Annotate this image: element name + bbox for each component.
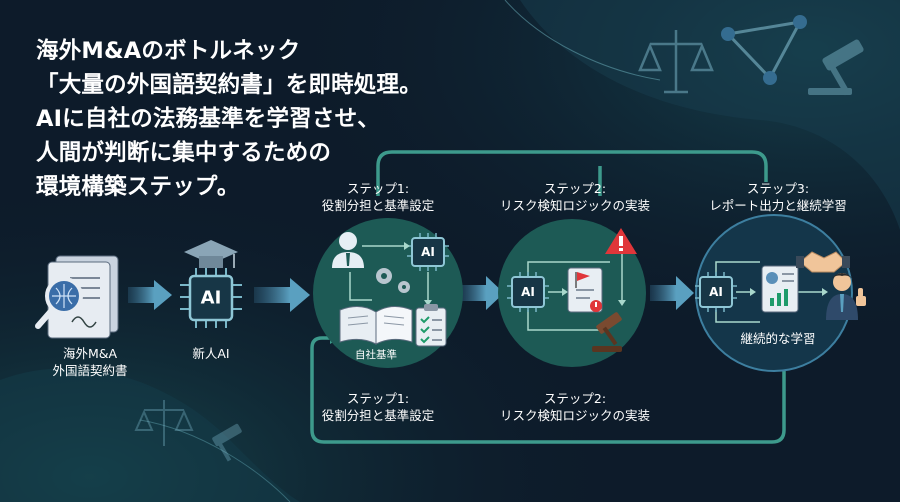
step2-bottom-title: ステップ2:	[543, 391, 607, 406]
document-label-line-2: 外国語契約書	[52, 363, 128, 378]
headline-line-5: 環境構築ステップ。	[36, 174, 240, 200]
step3-chip-text: AI	[709, 285, 723, 299]
step1-chip-text: AI	[421, 245, 435, 259]
flow-arrow-3	[460, 276, 504, 310]
new-ai-chip-text: AI	[200, 287, 222, 309]
flow-arrow-4	[650, 276, 694, 310]
step1-bottom-title: ステップ1:	[346, 391, 410, 406]
businessman-thumbs-up-icon	[826, 273, 866, 320]
flow-arrow-1	[128, 280, 172, 310]
headline-line-3: AIに自社の法務基準を学習させ、	[36, 106, 380, 132]
document-label: 海外M&A 外国語契約書	[52, 345, 127, 379]
report-document-icon	[761, 265, 799, 313]
gavel-icon-bottom	[212, 423, 242, 462]
step1-arrows	[349, 245, 429, 301]
decor-wave-bottom	[0, 368, 300, 502]
headline-line-1: 海外M&Aのボトルネック	[36, 38, 301, 64]
headline-line-4: 人間が判断に集中するための	[36, 140, 332, 166]
step2-top-title: ステップ2:	[543, 181, 607, 196]
step2-chip-text: AI	[521, 285, 535, 299]
warning-icon	[605, 228, 637, 254]
new-ai-chip-icon	[180, 268, 242, 328]
step2-gavel-icon	[592, 312, 622, 352]
step3-top-label: ステップ3: レポート出力と継続学習	[709, 180, 847, 214]
step2-bottom-subtitle: リスク検知ロジックの実装	[499, 408, 651, 423]
own-standard-label: 自社基準	[355, 349, 397, 361]
step1-ai-chip-icon	[407, 233, 449, 271]
step1-top-label: ステップ1: 役割分担と基準設定	[322, 180, 435, 214]
headline: 海外M&Aのボトルネック 「大量の外国語契約書」を即時処理。 AIに自社の法務基…	[36, 34, 422, 204]
person-icon	[332, 232, 364, 268]
gear-icon	[376, 268, 410, 293]
magnifier-icon	[35, 277, 83, 329]
step2-top-subtitle: リスク検知ロジックの実装	[499, 198, 651, 213]
step2-top-label: ステップ2: リスク検知ロジックの実装	[500, 180, 650, 214]
step3-top-subtitle: レポート出力と継続学習	[709, 198, 847, 213]
scale-icon-bottom	[134, 400, 194, 446]
network-icon	[721, 15, 807, 85]
graduation-cap-icon	[184, 240, 238, 268]
step3-top-title: ステップ3:	[746, 181, 810, 196]
decor-wave-top	[520, 0, 900, 230]
step3-ai-chip-icon	[695, 272, 737, 312]
flow-arrow-2	[254, 278, 310, 312]
step2-bottom-label: ステップ2: リスク検知ロジックの実装	[500, 390, 650, 424]
step1-top-subtitle: 役割分担と基準設定	[321, 198, 435, 213]
document-label-line-1: 海外M&A	[62, 346, 118, 361]
step1-top-title: ステップ1:	[346, 181, 410, 196]
headline-line-2: 「大量の外国語契約書」を即時処理。	[36, 72, 422, 98]
process-loop	[310, 150, 786, 444]
handshake-icon	[796, 251, 850, 273]
step1-bottom-subtitle: 役割分担と基準設定	[321, 408, 435, 423]
scale-icon	[638, 30, 714, 94]
step2-ai-chip-icon	[507, 272, 549, 312]
open-book-icon	[339, 306, 413, 345]
gavel-icon	[808, 39, 864, 96]
flagged-document-icon	[567, 267, 603, 313]
step1-bottom-label: ステップ1: 役割分担と基準設定	[322, 390, 435, 424]
new-ai-label: 新人AI	[192, 346, 230, 361]
checklist-icon	[415, 304, 447, 347]
continuous-learning-label: 継続的な学習	[740, 331, 816, 346]
